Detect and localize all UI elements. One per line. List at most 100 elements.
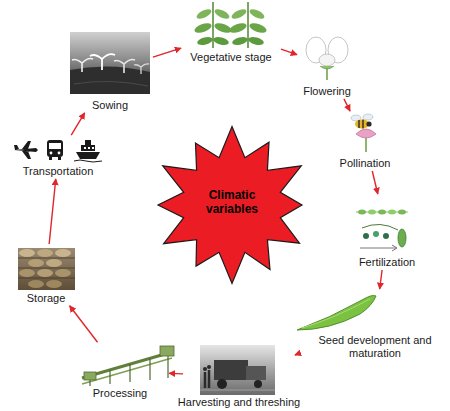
- storage-sacks: [18, 248, 75, 290]
- transport-icons: [74, 160, 102, 162]
- harvesting-photo: [200, 345, 275, 395]
- stage-label: Seed development and maturation: [312, 334, 438, 360]
- stage-node: Storage: [14, 245, 78, 305]
- stage-node: Seed development and maturation: [300, 290, 450, 360]
- stage-label: Processing: [75, 387, 165, 400]
- flower-drawing: [319, 54, 335, 66]
- stage-label: Fertilization: [347, 256, 427, 269]
- vegetative-plants: [213, 2, 248, 48]
- cycle-arrow: [169, 373, 183, 375]
- transport-icons: [76, 152, 100, 159]
- connector-group: [49, 48, 382, 374]
- storage-sacks: [19, 269, 35, 277]
- pollination-bee: [356, 129, 376, 138]
- transport-icons: [47, 140, 63, 157]
- vegetative-plants: [193, 21, 213, 35]
- transport-icons: [88, 147, 90, 149]
- vegetative-plants: [248, 7, 265, 20]
- cycle-arrow: [344, 99, 350, 111]
- cycle-arrow: [153, 48, 181, 57]
- transport-icons: [14, 141, 38, 159]
- fertilization-diagram: [398, 229, 406, 247]
- stage-node: Flowering: [298, 32, 356, 98]
- seed-pod: [297, 296, 376, 331]
- sowing-photo: [74, 81, 148, 86]
- vegetative-plants: [230, 7, 247, 20]
- stage-label: Storage: [11, 292, 81, 305]
- fertilization-diagram: [362, 224, 398, 230]
- vegetative-plants: [247, 36, 264, 47]
- pollination-bee: [351, 114, 376, 152]
- cycle-arrow: [281, 49, 297, 55]
- fertilization-diagram: [368, 210, 376, 215]
- harvesting-photo: [203, 367, 207, 371]
- storage-sacks: [28, 280, 44, 288]
- storage-sacks: [37, 249, 53, 257]
- transport-icons: [85, 140, 91, 145]
- pollination-bee: [366, 121, 371, 126]
- vegetative-plants: [213, 21, 233, 35]
- storage-sacks: [28, 259, 44, 267]
- fertilization-diagram: [360, 248, 396, 249]
- flower-drawing: [320, 66, 334, 69]
- transport-icons: [14, 140, 102, 162]
- stage-node: Vegetative stage: [182, 0, 280, 64]
- fertilization-diagram: [383, 233, 389, 239]
- cycle-arrow: [49, 179, 56, 244]
- transport-icons: [81, 145, 95, 151]
- processing-machine: [90, 353, 168, 386]
- harvesting-photo: [246, 366, 266, 380]
- stage-node: Fertilization: [350, 195, 424, 269]
- pollination-bee: [359, 120, 363, 129]
- fertilization-diagram: [378, 210, 386, 215]
- fertilization-diagram: [373, 231, 379, 237]
- stage-label: Transportation: [8, 165, 108, 178]
- transport-icons: [49, 143, 61, 149]
- starburst-node: Climatic variables: [148, 124, 316, 286]
- storage-sacks: [55, 249, 71, 257]
- stage-label: Harvesting and threshing: [164, 396, 314, 409]
- stage-label: Flowering: [287, 85, 367, 98]
- stage-label: Pollination: [325, 157, 405, 170]
- harvesting-photo: [207, 365, 211, 369]
- center-label: Climatic variables: [195, 188, 269, 216]
- fertilization-diagram: [358, 210, 366, 215]
- cycle-arrow: [71, 113, 84, 135]
- sowing-photo: [114, 60, 135, 74]
- stage-label: Vegetative stage: [176, 51, 286, 64]
- sowing-photo: [70, 32, 150, 94]
- storage-sacks: [46, 280, 62, 288]
- processing-machine: [160, 346, 174, 356]
- flower-drawing: [306, 37, 348, 80]
- vegetative-plants: [213, 7, 230, 20]
- storage-sacks: [18, 248, 75, 290]
- sowing-photo: [72, 59, 93, 73]
- fertilization-diagram: [392, 245, 397, 251]
- cycle-arrow: [295, 353, 299, 355]
- processing-machine: [82, 346, 174, 386]
- sowing-photo: [134, 64, 149, 74]
- harvesting-photo: [214, 360, 248, 380]
- starburst-outline: [158, 127, 302, 284]
- seed-pod: [297, 296, 376, 331]
- stage-node: Pollination: [332, 112, 398, 170]
- storage-sacks: [19, 249, 35, 257]
- vegetative-plants: [228, 21, 248, 35]
- processing-machine: [84, 372, 96, 380]
- sowing-photo: [90, 54, 115, 70]
- transport-icons: [50, 152, 53, 155]
- stage-label: Sowing: [65, 99, 155, 112]
- cycle-arrow: [372, 171, 378, 194]
- harvesting-photo: [217, 379, 227, 389]
- vegetative-plants: [248, 21, 268, 35]
- harvesting-photo: [200, 389, 275, 391]
- stage-node: Sowing: [68, 30, 152, 112]
- transport-icons: [58, 152, 61, 155]
- pollination-bee: [363, 114, 373, 120]
- harvesting-photo: [200, 345, 275, 395]
- fertilization-diagram: [356, 210, 408, 252]
- vegetative-plants: [212, 36, 229, 47]
- sowing-photo: [70, 32, 150, 94]
- storage-sacks: [46, 259, 62, 267]
